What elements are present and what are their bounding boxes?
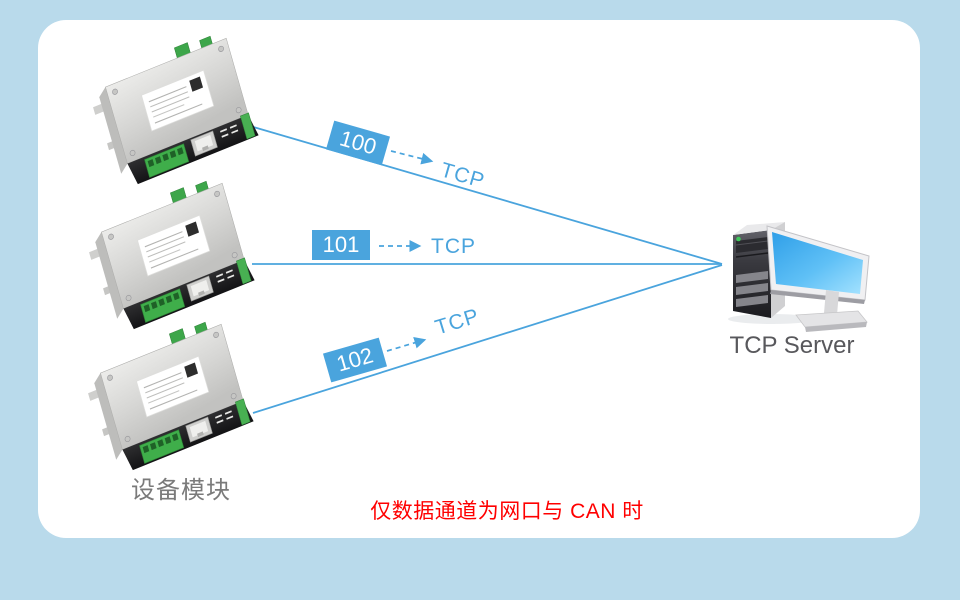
diagram-panel [38,20,920,538]
condition-note: 仅数据通道为网口与 CAN 时 [370,500,644,523]
connection-badge-2: 101 [312,230,370,260]
protocol-label-2: TCP [431,235,476,258]
server-caption: TCP Server [729,332,855,359]
devices-caption: 设备模块 [131,477,231,504]
